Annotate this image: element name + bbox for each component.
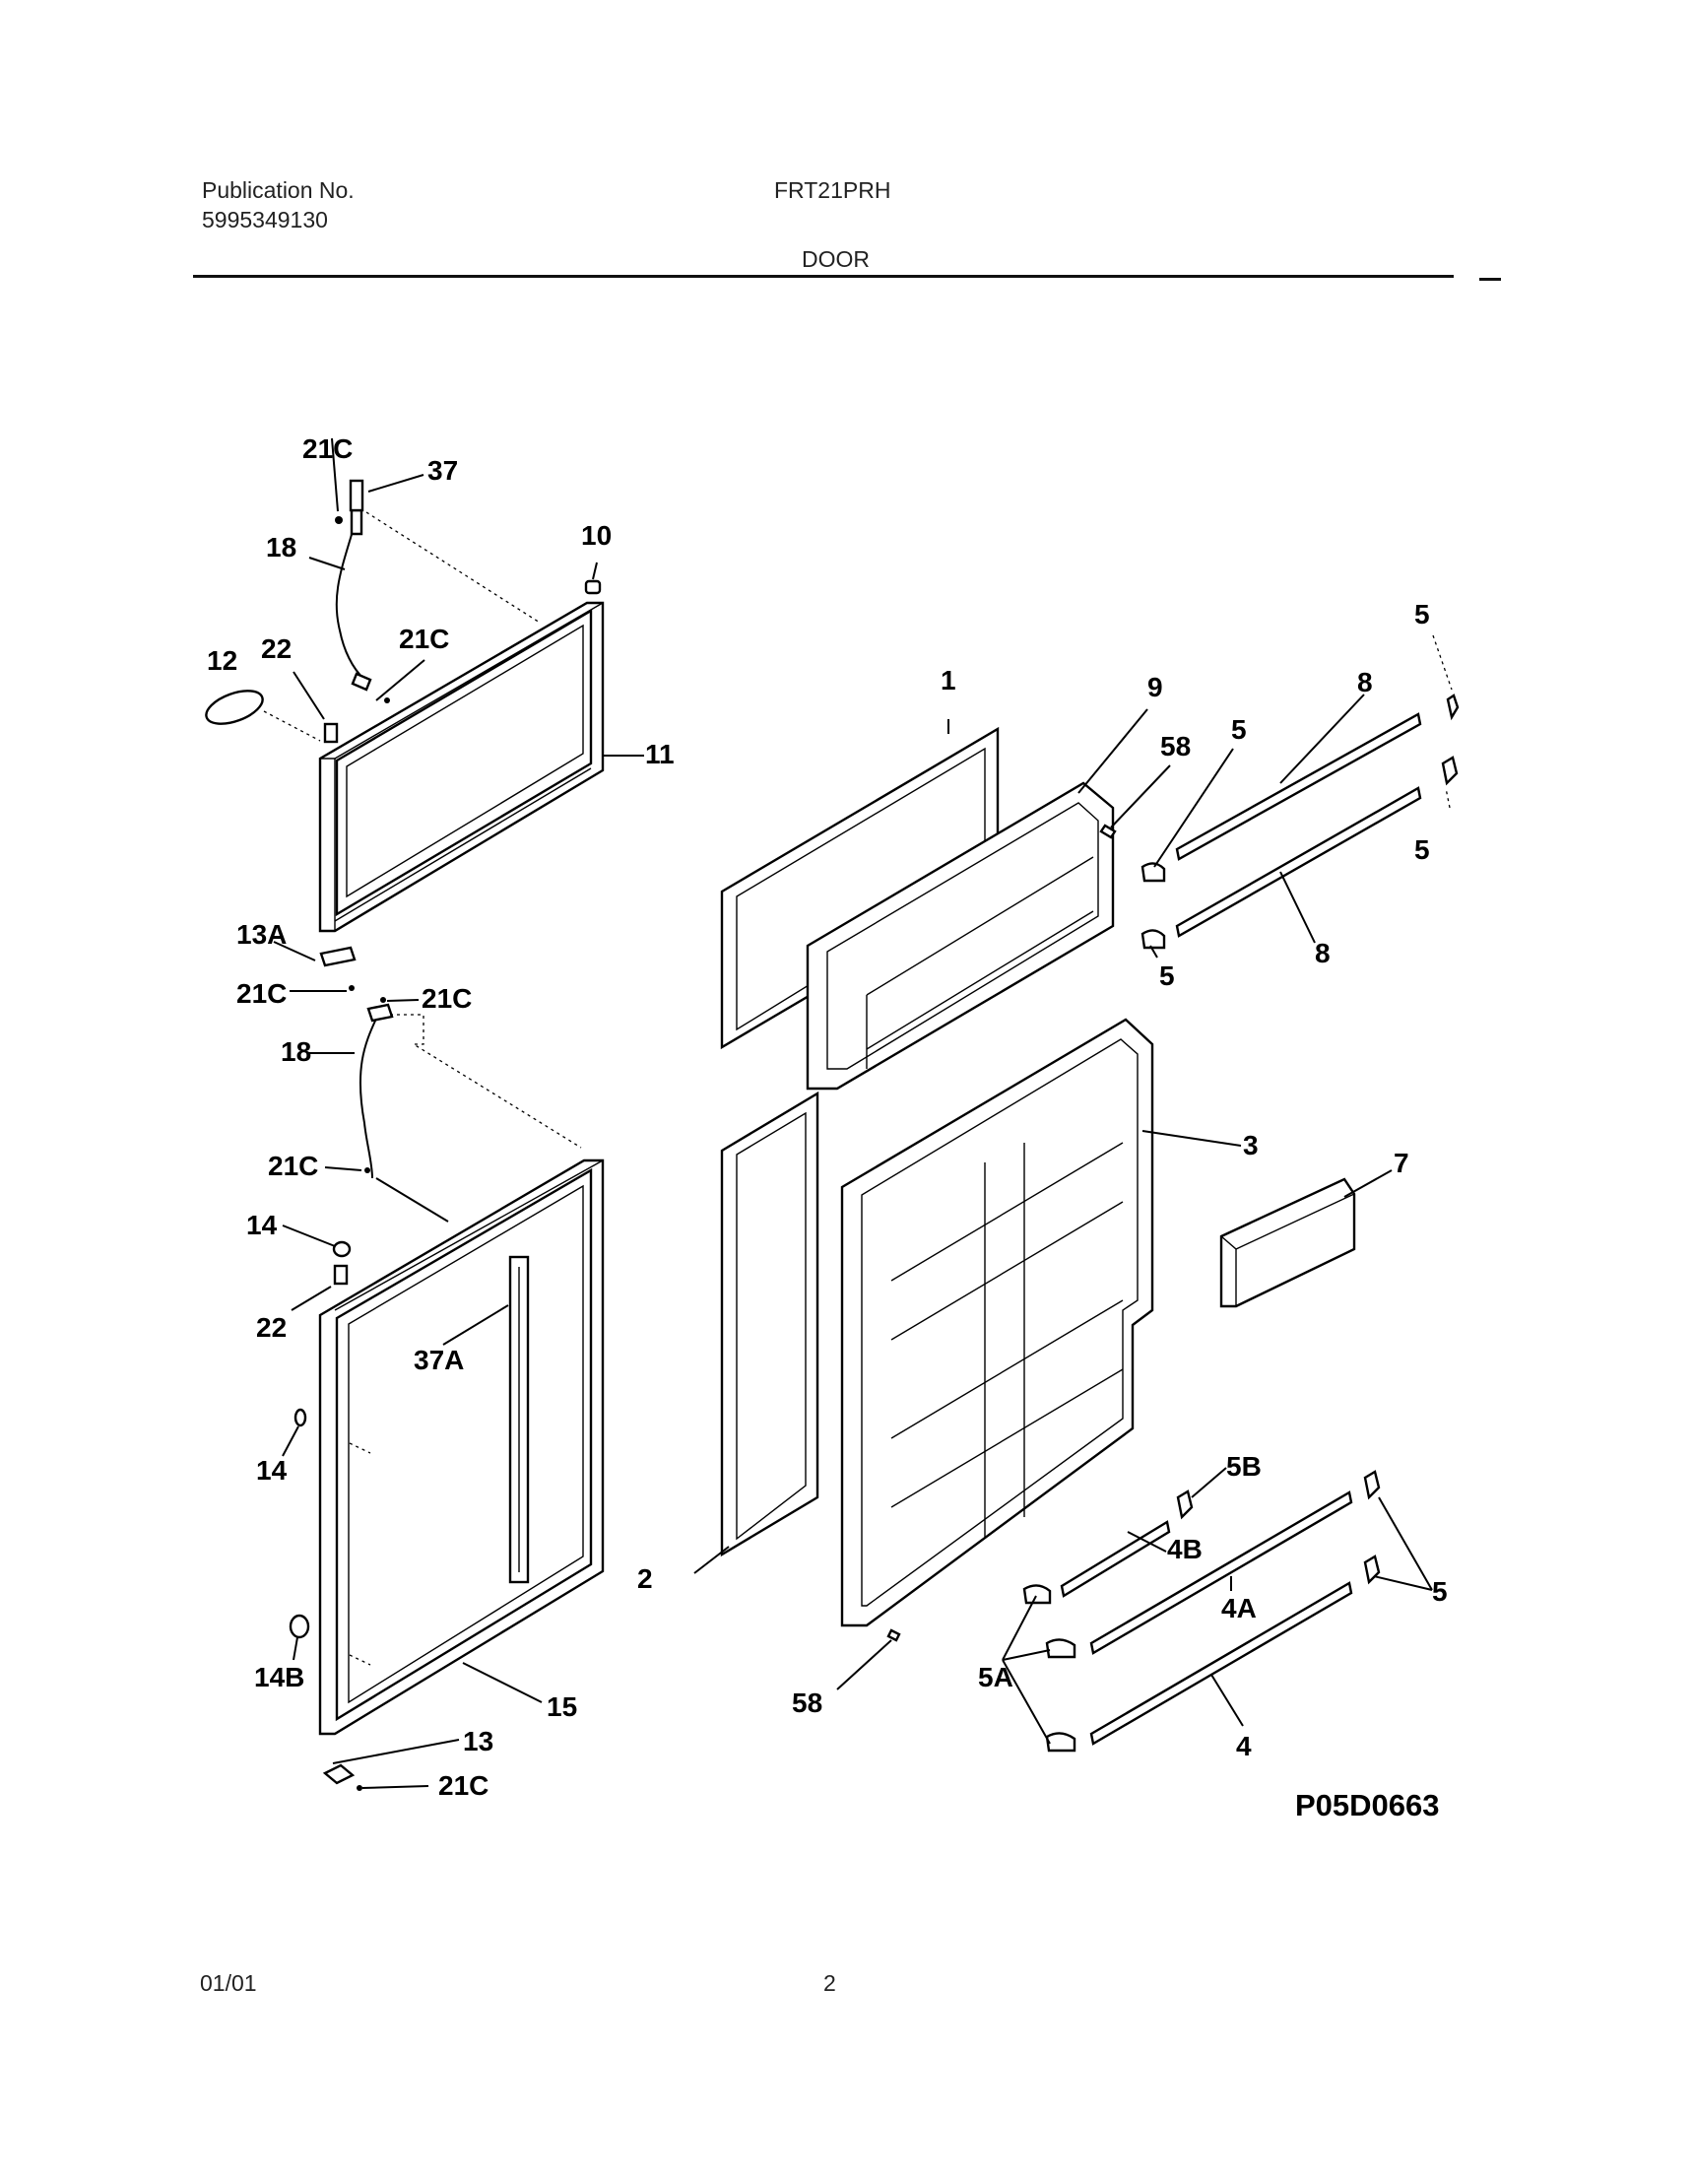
callout-4b: 4B bbox=[1167, 1534, 1203, 1564]
callout-21c-top: 21C bbox=[302, 433, 353, 464]
fresh-food-gasket bbox=[720, 1091, 819, 1557]
fresh-food-hinge-cable bbox=[358, 1018, 377, 1179]
diagram-code: P05D0663 bbox=[1295, 1788, 1440, 1822]
header-rule-end bbox=[1479, 278, 1501, 281]
publication-number: 5995349130 bbox=[202, 207, 328, 232]
freezer-inner-liner bbox=[806, 781, 1115, 1091]
callout-9: 9 bbox=[1147, 672, 1163, 702]
callout-14b: 14B bbox=[254, 1662, 304, 1692]
gasket-ring-12 bbox=[205, 690, 264, 725]
dairy-door-shelf bbox=[1219, 1177, 1356, 1308]
callout-58-top: 58 bbox=[1160, 731, 1191, 761]
fresh-food-door-panel bbox=[318, 1158, 605, 1736]
callout-2: 2 bbox=[637, 1563, 653, 1594]
callout-21c-fresh-top: 21C bbox=[422, 983, 472, 1014]
callout-5-right: 5 bbox=[1414, 834, 1430, 865]
callout-13a: 13A bbox=[236, 919, 287, 950]
callout-5b: 5B bbox=[1226, 1451, 1262, 1482]
publication-label: Publication No. bbox=[202, 177, 355, 203]
fresh-food-inner-liner bbox=[840, 1018, 1154, 1627]
model-number: FRT21PRH bbox=[774, 177, 891, 203]
callout-7: 7 bbox=[1394, 1148, 1409, 1178]
callout-5a: 5A bbox=[978, 1662, 1013, 1692]
callout-18-freezer: 18 bbox=[266, 532, 296, 563]
callout-8-lower: 8 bbox=[1315, 938, 1331, 968]
freezer-cable-bracket bbox=[350, 508, 363, 536]
callout-10: 10 bbox=[581, 520, 612, 551]
shelf-rail-8-lower bbox=[1175, 786, 1422, 938]
callout-21c-freezer-mid: 21C bbox=[399, 624, 449, 654]
callout-22-fresh: 22 bbox=[256, 1312, 287, 1343]
callout-21c-fresh-bottom: 21C bbox=[438, 1770, 489, 1801]
callout-12: 12 bbox=[207, 645, 237, 676]
callout-13: 13 bbox=[463, 1726, 493, 1756]
callout-5-bottom: 5 bbox=[1432, 1576, 1448, 1607]
callout-21c-freezer-bottom: 21C bbox=[236, 978, 287, 1009]
shelf-rail-8-upper bbox=[1175, 712, 1422, 861]
callout-22-freezer: 22 bbox=[261, 633, 292, 664]
freezer-hinge-cable bbox=[335, 516, 365, 681]
callout-8-upper: 8 bbox=[1357, 667, 1373, 697]
hinge-block-37 bbox=[349, 479, 364, 512]
callout-37a: 37A bbox=[414, 1345, 464, 1375]
callout-37: 37 bbox=[427, 455, 458, 486]
callout-4: 4 bbox=[1236, 1731, 1252, 1761]
callout-5-top-right: 5 bbox=[1414, 599, 1430, 629]
header-rule bbox=[193, 275, 1454, 278]
callout-15: 15 bbox=[547, 1691, 577, 1722]
callout-5-lower: 5 bbox=[1159, 960, 1175, 991]
shelf-rail-4b bbox=[1060, 1520, 1171, 1598]
callout-3: 3 bbox=[1243, 1130, 1259, 1160]
callout-18-fresh: 18 bbox=[281, 1036, 311, 1067]
shelf-rail-4a bbox=[1089, 1490, 1353, 1655]
shelf-rail-4 bbox=[1089, 1581, 1353, 1746]
callout-21c-fresh-mid: 21C bbox=[268, 1151, 318, 1181]
callout-11: 11 bbox=[645, 739, 675, 769]
freezer-door-panel bbox=[318, 601, 605, 933]
callout-14-top: 14 bbox=[246, 1210, 278, 1240]
callout-4a: 4A bbox=[1221, 1593, 1257, 1623]
callout-1: 1 bbox=[941, 665, 956, 695]
callout-5-upper: 5 bbox=[1231, 714, 1247, 745]
footer-date: 01/01 bbox=[200, 1970, 257, 1996]
callout-58-bottom: 58 bbox=[792, 1688, 822, 1718]
callout-14-side: 14 bbox=[256, 1455, 288, 1486]
section-title: DOOR bbox=[802, 246, 870, 272]
footer-page: 2 bbox=[823, 1970, 836, 1996]
